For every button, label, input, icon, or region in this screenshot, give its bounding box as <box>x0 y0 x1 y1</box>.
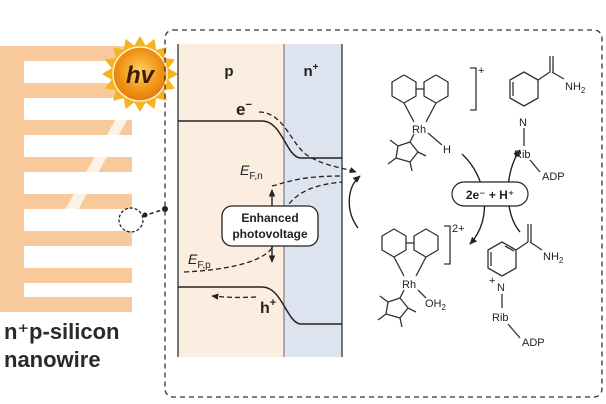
bipyridine-ring <box>413 228 439 258</box>
nad-adp: ADP <box>522 337 545 349</box>
nanowire-branch <box>0 268 132 283</box>
electron-label: e− <box>236 99 252 119</box>
nadh-molecule: NH2 N Rib ADP <box>509 56 586 183</box>
caption-line-1: n⁺p-silicon <box>4 319 120 344</box>
amide-bond <box>529 241 543 251</box>
cp-methyl <box>377 313 387 321</box>
light-glow <box>46 206 90 230</box>
charge-bracket <box>444 225 451 265</box>
cp-methyl <box>389 139 399 147</box>
redox-label: 2e⁻ + H⁺ <box>466 188 514 202</box>
nad-nh2: NH2 <box>543 251 564 265</box>
hydride-label: H <box>443 144 451 156</box>
rh-label: Rh <box>402 279 416 291</box>
rh-oh2-bond <box>417 289 427 299</box>
enhanced-label-line1: Enhanced <box>241 211 298 225</box>
amide-bond <box>551 71 565 80</box>
cp-methyl <box>379 295 389 303</box>
zoom-circle <box>118 207 144 233</box>
nanowire-branch <box>0 231 132 246</box>
caption-line-2: nanowire <box>4 347 101 372</box>
zoom-dot <box>142 212 148 218</box>
n-rh-bond <box>415 256 427 277</box>
cp-methyl <box>417 151 427 157</box>
top-charge: + <box>478 65 484 77</box>
bipyridine-ring <box>391 74 417 104</box>
aqua-label: OH2 <box>425 298 447 312</box>
bipyridine-ring <box>423 74 449 104</box>
carboxamide-bond <box>515 241 529 251</box>
cp-methyl <box>409 161 413 172</box>
fermi-n-label: EF,n <box>240 162 263 182</box>
dihydropyridine-ring <box>509 71 539 107</box>
enhanced-photovoltage-box <box>221 205 319 247</box>
rh-hydride-complex: Rh H + <box>387 65 484 172</box>
nad-n-label: N <box>497 282 505 294</box>
nadh-adp: ADP <box>542 171 565 183</box>
zoom-dot <box>162 206 168 212</box>
n-region <box>284 44 342 357</box>
pn-junction: p n+ e− h+ EF,n EF,p Enhanced photovolta… <box>177 44 357 357</box>
rh-h-bond <box>427 132 443 146</box>
charge-bracket <box>470 67 477 111</box>
n-rh-bond <box>425 102 437 123</box>
nanowire-branch <box>0 297 132 312</box>
nanowire-branch <box>0 194 132 209</box>
nad-plus-molecule: NH2 N + Rib ADP <box>487 224 564 349</box>
hole-label: h+ <box>260 297 276 317</box>
carboxamide-bond <box>537 71 551 81</box>
n-plus-label: n+ <box>303 62 318 80</box>
cp-methyl <box>387 157 397 165</box>
redox-label-box <box>451 181 529 207</box>
double-bond <box>504 245 515 252</box>
fermi-p-label: EF,p <box>188 251 211 271</box>
zoom-panel <box>164 29 603 398</box>
nanowire-branch <box>0 120 132 135</box>
hole-flow-arrow <box>211 293 257 300</box>
bottom-charge: 2+ <box>452 223 465 235</box>
bipyridine-ring <box>381 228 407 258</box>
fermi-level-n <box>271 175 343 187</box>
cp-star-ring <box>385 297 409 319</box>
pyridinium-ring <box>487 241 517 277</box>
nadh-nh2: NH2 <box>565 81 586 95</box>
fermi-level-p <box>183 247 273 273</box>
valence-band <box>178 286 342 325</box>
cp-methyl <box>407 307 417 313</box>
n-rh-bond <box>403 102 415 123</box>
nanowire-branch <box>0 46 132 61</box>
conduction-band <box>178 120 342 159</box>
sun-label: hv <box>126 62 156 89</box>
rib-adp-bond <box>529 159 541 173</box>
enhanced-label-line2: photovoltage <box>232 227 308 241</box>
nad-plus-charge: + <box>489 275 495 287</box>
cycle-arrow-up <box>348 175 361 229</box>
nanowire-comb <box>0 46 168 312</box>
nadh-rib: Rib <box>514 149 531 161</box>
nadh-n-label: N <box>519 117 527 129</box>
p-label: p <box>224 63 233 80</box>
electron-flow-arrow <box>258 111 357 173</box>
nanowire-branch <box>0 157 132 172</box>
rh-label: Rh <box>412 124 426 136</box>
cp-star-ring <box>395 141 419 163</box>
cp-rh-bond <box>409 133 415 143</box>
nanowire-branch <box>0 83 132 98</box>
rh-aqua-complex: Rh OH2 2+ <box>377 223 465 328</box>
cp-rh-bond <box>399 289 405 299</box>
light-beam <box>56 90 140 232</box>
n-rh-bond <box>393 256 405 277</box>
sun-icon: hv <box>102 36 178 112</box>
nanowire-caption: n⁺p-silicon nanowire <box>4 318 120 374</box>
cp-methyl <box>399 317 403 328</box>
p-region <box>178 44 284 357</box>
rib-adp-bond <box>507 323 521 339</box>
sun-core <box>112 46 168 102</box>
nad-rib: Rib <box>492 312 509 324</box>
